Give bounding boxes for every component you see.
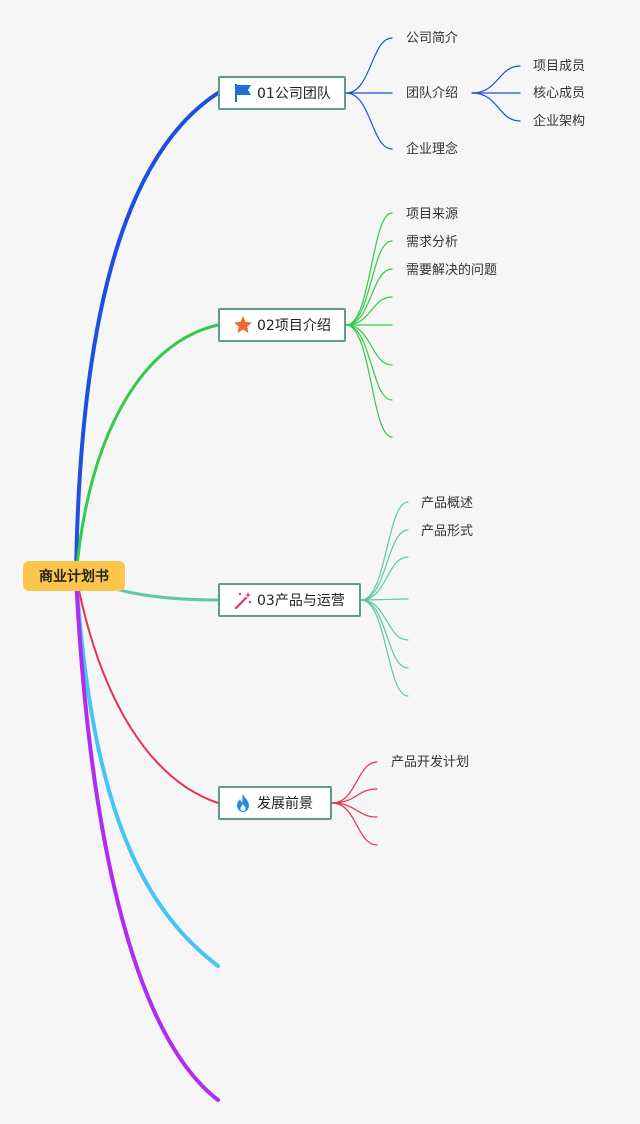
subtopic-company-profile[interactable]: 公司简介 — [406, 31, 459, 46]
connector-team-intro-0 — [471, 65, 521, 94]
connector-product-operation-1 — [360, 529, 409, 601]
magic-wand-icon — [233, 590, 253, 610]
subtopic-project-members[interactable]: 项目成员 — [533, 59, 586, 74]
connector-project-intro-6 — [345, 324, 393, 401]
main-branch-unlabeled-purple — [74, 574, 220, 1102]
connector-product-operation-2 — [360, 556, 409, 601]
root-topic-label: 商业计划书 — [39, 569, 109, 585]
connector-company-team-2 — [345, 92, 393, 150]
flame-icon — [233, 793, 253, 813]
subtopic-core-members[interactable]: 核心成员 — [533, 86, 586, 101]
main-branch-project-intro — [74, 323, 220, 578]
connector-project-intro-1 — [345, 240, 393, 326]
connector-product-operation-6 — [360, 599, 409, 697]
main-branch-company-team — [74, 91, 220, 578]
subtopic-project-source[interactable]: 项目来源 — [406, 207, 459, 222]
connector-product-operation-5 — [360, 599, 409, 669]
topic-company-team-label: 01公司团队 — [257, 86, 331, 102]
topic-development-prospect-label: 发展前景 — [257, 796, 313, 812]
subtopic-problems-to-solve[interactable]: 需要解决的问题 — [406, 263, 498, 278]
connector-project-intro-7 — [345, 324, 393, 438]
connector-product-operation-3 — [360, 598, 409, 601]
connector-project-intro-2 — [345, 268, 393, 326]
connector-development-prospect-3 — [331, 802, 378, 846]
subtopic-team-intro[interactable]: 团队介绍 — [406, 86, 459, 101]
main-branch-development-prospect — [75, 575, 219, 804]
topic-development-prospect[interactable]: 发展前景 — [218, 786, 332, 820]
topic-project-intro[interactable]: 02项目介绍 — [218, 308, 346, 342]
connector-company-team-0 — [345, 37, 393, 94]
topic-project-intro-label: 02项目介绍 — [257, 318, 331, 334]
star-icon — [233, 315, 253, 335]
connector-product-operation-4 — [360, 599, 409, 641]
subtopic-product-overview[interactable]: 产品概述 — [421, 496, 474, 511]
connector-development-prospect-2 — [331, 802, 378, 818]
flag-icon — [233, 83, 253, 103]
subtopic-product-dev-plan[interactable]: 产品开发计划 — [391, 755, 470, 770]
main-branch-unlabeled-blue — [74, 574, 220, 968]
subtopic-product-form[interactable]: 产品形式 — [421, 524, 474, 539]
subtopic-corporate-philosophy[interactable]: 企业理念 — [406, 142, 459, 157]
connector-development-prospect-0 — [331, 761, 378, 804]
connector-development-prospect-1 — [331, 788, 378, 804]
connector-project-intro-3 — [345, 296, 393, 326]
topic-company-team[interactable]: 01公司团队 — [218, 76, 346, 110]
subtopic-demand-analysis[interactable]: 需求分析 — [406, 235, 459, 250]
subtopic-org-structure[interactable]: 企业架构 — [533, 114, 586, 129]
connector-product-operation-0 — [360, 501, 409, 601]
connector-project-intro-5 — [345, 324, 393, 366]
root-topic[interactable]: 商业计划书 — [23, 561, 125, 591]
connector-project-intro-0 — [345, 212, 393, 326]
topic-product-operation-label: 03产品与运营 — [257, 593, 345, 609]
topic-product-operation[interactable]: 03产品与运营 — [218, 583, 361, 617]
connector-team-intro-2 — [471, 92, 521, 122]
